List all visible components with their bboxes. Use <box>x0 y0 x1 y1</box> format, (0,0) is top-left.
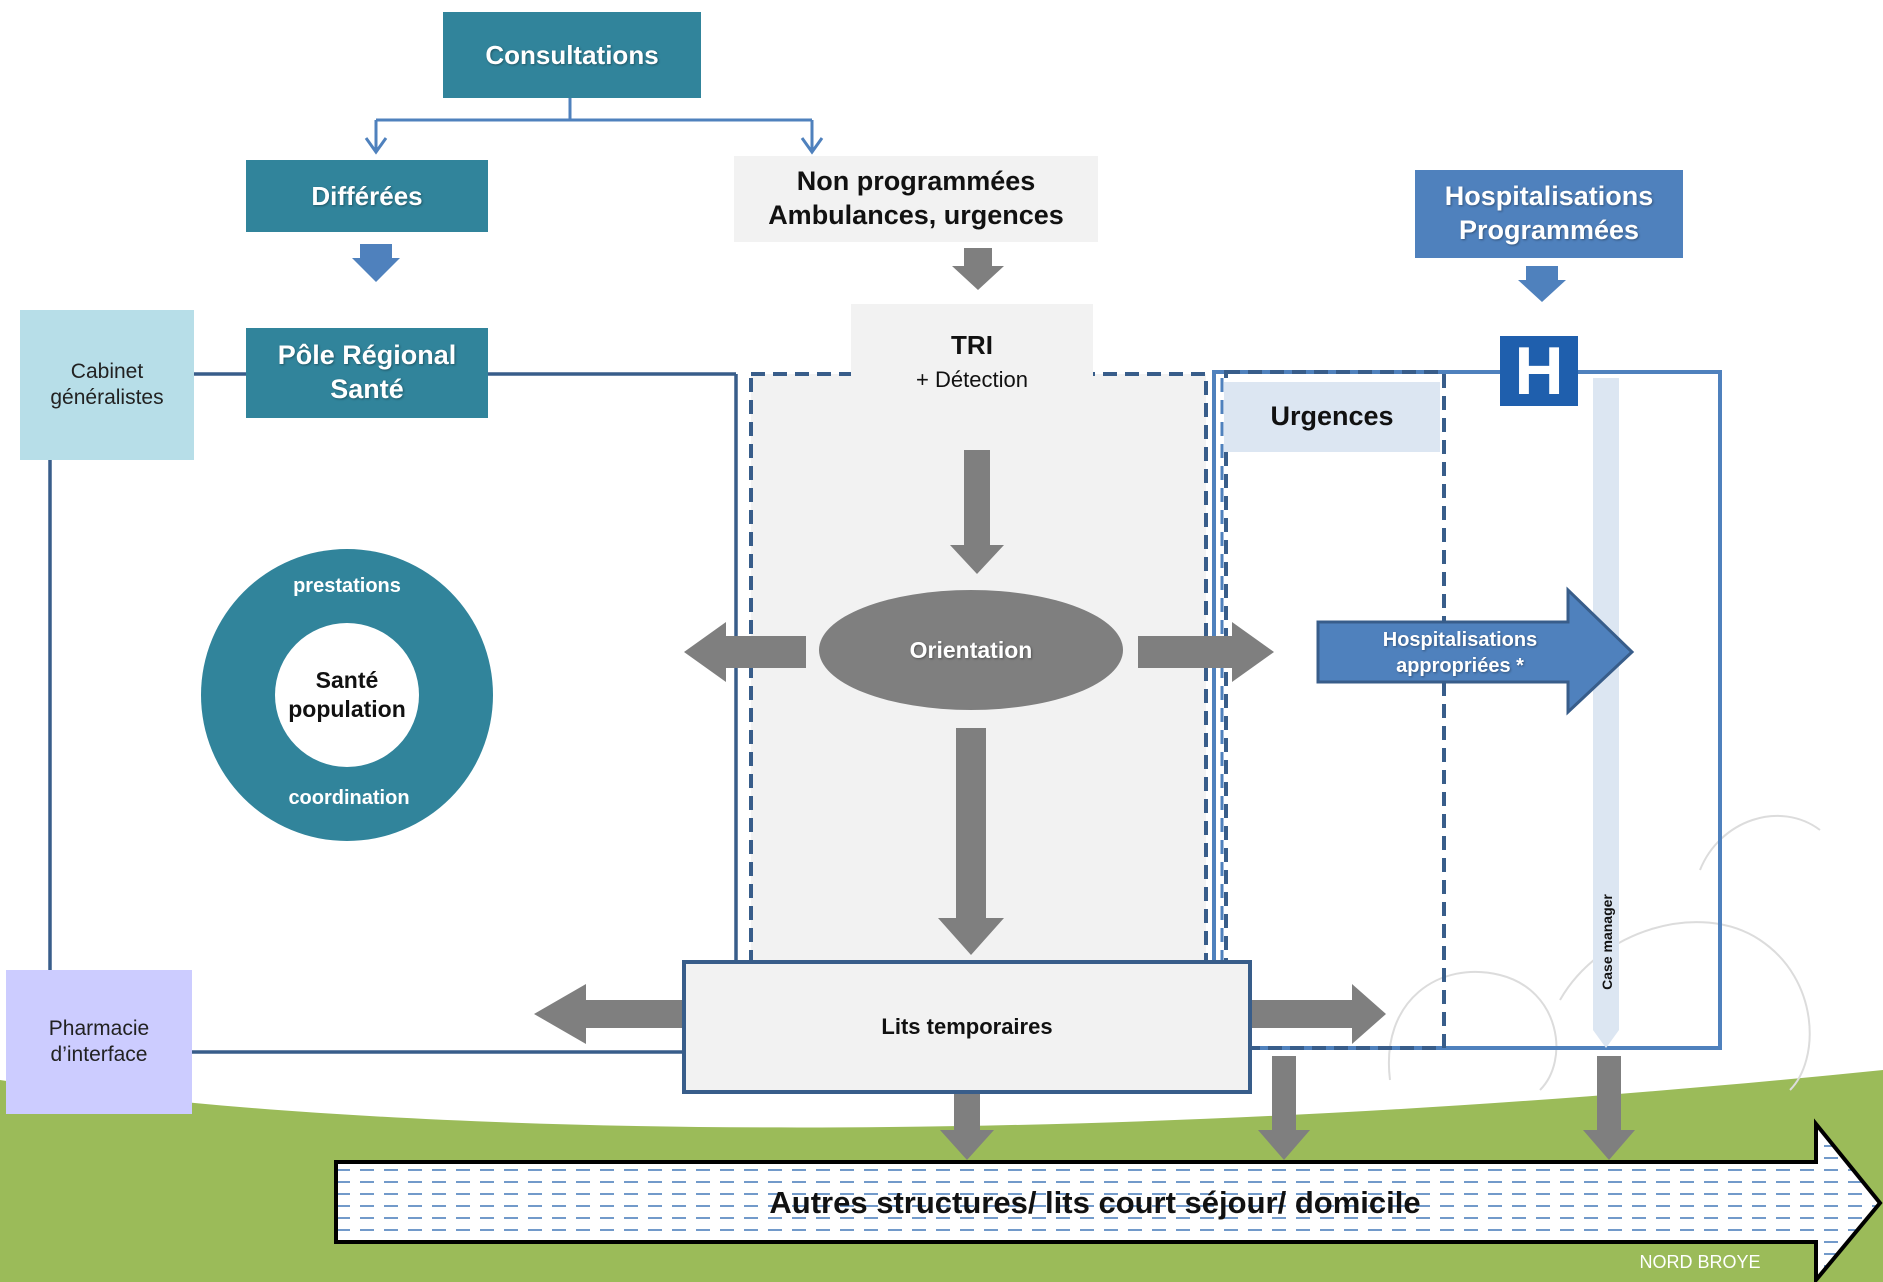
case-manager-bar <box>1593 378 1619 1048</box>
arrow-orient-down <box>938 728 1004 955</box>
pharmacie-line-2: d’interface <box>50 1043 148 1066</box>
hospital-zone <box>1212 370 1722 1050</box>
arrow-urgences-down <box>1258 1056 1310 1160</box>
urgences-zone <box>1224 370 1446 1050</box>
hosp-appropriees-label: Hospitalisations appropriées * <box>1330 624 1590 682</box>
ring-center-line-1: Santé <box>315 667 379 694</box>
urgences-label: Urgences <box>1270 401 1394 432</box>
orientation-label-box: Orientation <box>860 630 1082 670</box>
autres-structures-label: Autres structures/ lits court séjour/ do… <box>769 1184 1421 1220</box>
autres-structures-arrow <box>334 1118 1883 1282</box>
consultations-box: Consultations <box>443 12 701 98</box>
tri-box: TRI + Détection <box>851 304 1093 418</box>
arrow-lits-down <box>940 1094 994 1160</box>
pole-line-2: Santé <box>330 374 404 404</box>
arrow-tri-down <box>950 450 1004 574</box>
non-programmees-line-2: Ambulances, urgences <box>768 200 1064 230</box>
hosp-programmees-line-2: Programmées <box>1458 215 1640 245</box>
lits-temporaires-box <box>682 960 1252 1094</box>
arrow-lits-left <box>534 984 684 1044</box>
hospital-sign-bg <box>1500 336 1578 406</box>
arrow-differees-down <box>352 244 400 282</box>
logo-text: NORD BROYE <box>1639 1252 1761 1272</box>
ring-top-label: prestations <box>293 574 401 597</box>
lits-temporaires-label: Lits temporaires <box>881 1014 1053 1040</box>
non-programmees-line-1: Non programmées <box>796 166 1036 197</box>
detection-label: + Détection <box>916 366 1028 392</box>
pole-regional-box: Pôle Régional Santé <box>246 328 488 418</box>
differees-label: Différées <box>311 180 423 211</box>
consultations-label: Consultations <box>485 39 659 70</box>
non-programmees-box: Non programmées Ambulances, urgences <box>734 156 1098 242</box>
orientation-label: Orientation <box>909 636 1033 663</box>
orientation-ellipse <box>819 590 1123 710</box>
arrow-case-down <box>1583 1056 1635 1160</box>
arrow-orient-left <box>684 622 806 682</box>
cabinet-line-1: Cabinet <box>70 359 144 383</box>
case-manager-label: Case manager <box>1599 894 1616 990</box>
tri-label: TRI <box>951 330 993 360</box>
hosp-programmees-line-1: Hospitalisations <box>1444 181 1654 212</box>
cabinet-line-2: généralistes <box>50 386 164 409</box>
hosp-appropriees-arrow <box>1316 586 1635 716</box>
health-ring-center <box>275 623 419 767</box>
arrow-hosp-prog-down <box>1518 266 1566 302</box>
arrow-nonprog-down <box>952 248 1004 290</box>
ring-bottom-label: coordination <box>288 786 410 809</box>
ring-center-line-2: population <box>288 696 406 722</box>
arrow-lits-right <box>1250 984 1386 1044</box>
consultations-connector <box>364 98 824 155</box>
cabinet-box: Cabinet généralistes <box>20 310 194 460</box>
arrow-orient-right <box>1138 622 1274 682</box>
urgences-box: Urgences <box>1224 382 1440 452</box>
hosp-appropriees-line-2: appropriées * <box>1396 655 1524 677</box>
hosp-programmees-box: Hospitalisations Programmées <box>1415 170 1683 258</box>
pharmacie-line-1: Pharmacie <box>48 1016 150 1040</box>
pole-line-1: Pôle Régional <box>277 340 457 371</box>
pharmacie-box: Pharmacie d’interface <box>6 970 192 1114</box>
hosp-appropriees-line-1: Hospitalisations <box>1382 629 1538 651</box>
gray-arrows <box>534 248 1635 1160</box>
differees-box: Différées <box>246 160 488 232</box>
autres-structures-label-box: Autres structures/ lits court séjour/ do… <box>660 1180 1530 1226</box>
lits-temporaires-label-box: Lits temporaires <box>684 1000 1250 1054</box>
hospital-h-icon: H <box>1514 332 1564 409</box>
ring-center-label: Santé population <box>267 660 427 730</box>
